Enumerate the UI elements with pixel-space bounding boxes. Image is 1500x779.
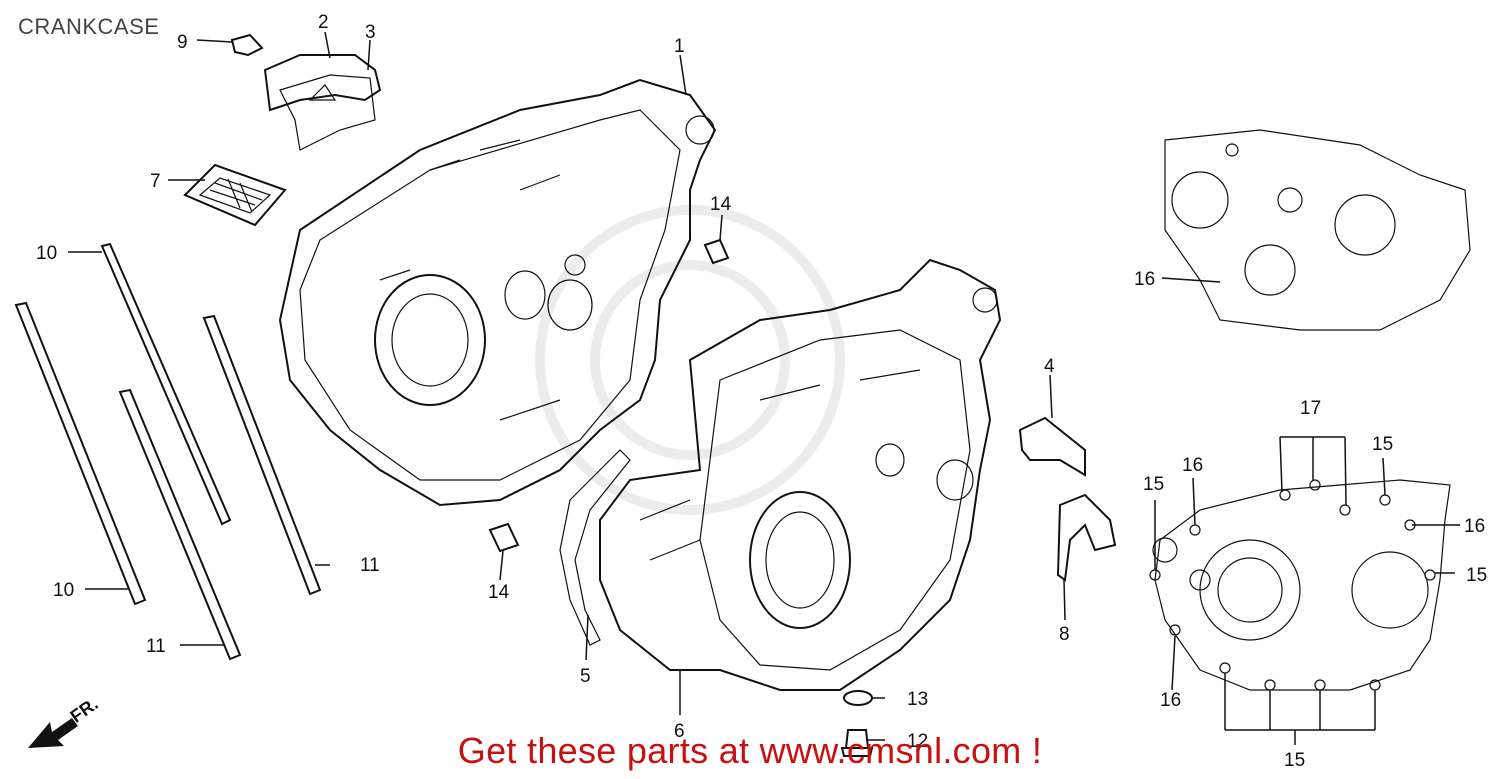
callout-15-top: 15 (1372, 434, 1393, 455)
stud-bolts (14, 242, 322, 661)
callout-12: 12 (907, 731, 928, 752)
brackets-4-8 (1018, 416, 1117, 582)
oil-strainer-screen (183, 163, 287, 227)
callout-7: 7 (150, 171, 161, 192)
callout-14-top: 14 (710, 194, 732, 215)
footer-promo-text: Get these parts at www.cmsnl.com ! (457, 730, 1043, 771)
cover-gasket-16 (1164, 129, 1471, 331)
callout-10-bottom: 10 (53, 580, 74, 601)
callout-14-bottom: 14 (488, 582, 510, 603)
callout-labels: 1 2 3 4 5 6 7 8 9 10 10 11 11 12 13 14 1… (36, 12, 1487, 771)
callout-15-right: 15 (1466, 565, 1487, 586)
dowel-pins (488, 238, 730, 553)
callout-1: 1 (674, 36, 685, 57)
callout-10-top: 10 (36, 243, 57, 264)
callout-3: 3 (365, 22, 376, 43)
crankcase-gasket-5 (559, 449, 631, 646)
left-crankcase-half (278, 78, 717, 507)
leader-lines (68, 31, 1460, 745)
callout-11-right: 11 (360, 555, 380, 576)
callout-4: 4 (1044, 356, 1055, 377)
callout-2: 2 (318, 12, 329, 33)
callout-16-gasket: 16 (1134, 269, 1155, 290)
side-cover-with-bolts (1149, 479, 1451, 691)
right-crankcase-half (599, 258, 1002, 691)
callout-13: 13 (907, 689, 928, 710)
callout-17: 17 (1300, 398, 1321, 419)
callout-15-left: 15 (1143, 474, 1164, 495)
callout-9: 9 (177, 32, 188, 53)
diagram-title: CRANKCASE (18, 14, 160, 39)
callout-15-bottom: 15 (1284, 750, 1305, 771)
callout-8: 8 (1059, 624, 1070, 645)
breather-cover-parts (230, 33, 382, 151)
callout-16-cover-bottom: 16 (1160, 690, 1181, 711)
callout-16-cover-right: 16 (1464, 516, 1485, 537)
callout-11-left: 11 (146, 636, 166, 657)
callout-16-cover-top: 16 (1182, 455, 1203, 476)
callout-6: 6 (674, 721, 685, 742)
callout-5: 5 (580, 666, 591, 687)
front-direction-arrow-icon (28, 718, 78, 748)
